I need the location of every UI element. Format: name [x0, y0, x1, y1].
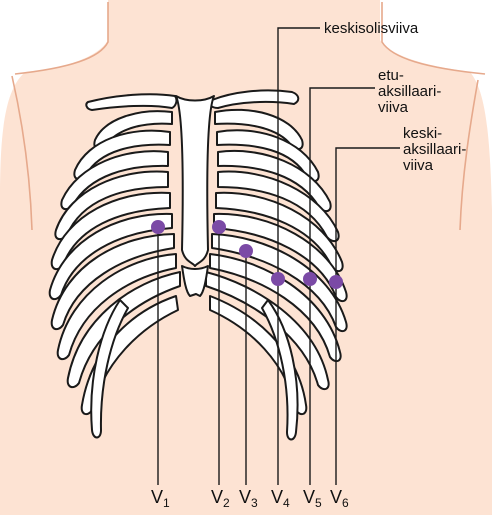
mid-axillary-label-line-1: keski- [403, 125, 442, 142]
electrode-v3 [239, 244, 253, 258]
electrode-v1 [151, 220, 165, 234]
electrode-v2 [212, 220, 226, 234]
electrode-v6 [329, 275, 343, 289]
anterior-axillary-label-line-3: viiva [378, 99, 409, 116]
midclavicular-line-label: keskisolisviiva [324, 20, 419, 37]
electrode-v4 [271, 272, 285, 286]
anterior-axillary-label-line-2: aksillaari- [378, 83, 441, 100]
mid-axillary-label-line-2: aksillaari- [403, 141, 466, 158]
electrode-v5 [303, 272, 317, 286]
anterior-axillary-label-line-1: etu- [378, 67, 404, 84]
mid-axillary-label-line-3: viiva [403, 157, 434, 174]
